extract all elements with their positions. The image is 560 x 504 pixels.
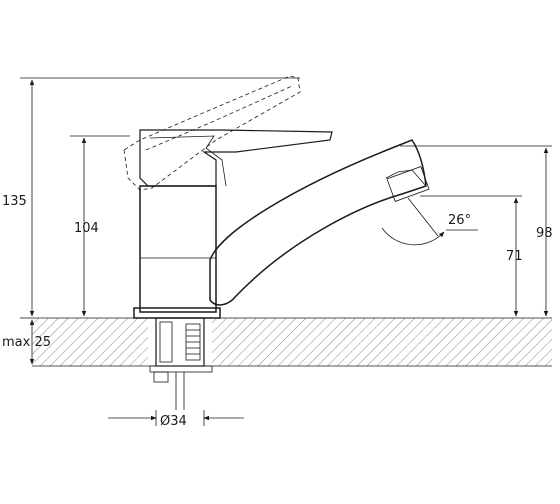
dimension-lines bbox=[29, 79, 549, 426]
mounting-hardware bbox=[149, 317, 213, 410]
dim-spout-angle: 26° bbox=[448, 213, 471, 228]
dim-spout-height: 98 bbox=[536, 226, 553, 241]
spout-angle-indicator bbox=[381, 197, 478, 246]
faucet-body bbox=[133, 185, 221, 319]
dim-max-counter: max 25 bbox=[2, 335, 51, 350]
countertop-section bbox=[32, 317, 552, 367]
lever-closed-position bbox=[139, 129, 333, 187]
lever-raised-position bbox=[123, 75, 301, 191]
dim-total-height: 135 bbox=[2, 194, 27, 209]
dim-hole-diameter: Ø34 bbox=[160, 414, 187, 429]
extension-lines bbox=[20, 77, 552, 319]
dim-body-height: 104 bbox=[74, 221, 99, 236]
spout bbox=[209, 139, 430, 306]
dim-outlet-height: 71 bbox=[506, 249, 523, 264]
